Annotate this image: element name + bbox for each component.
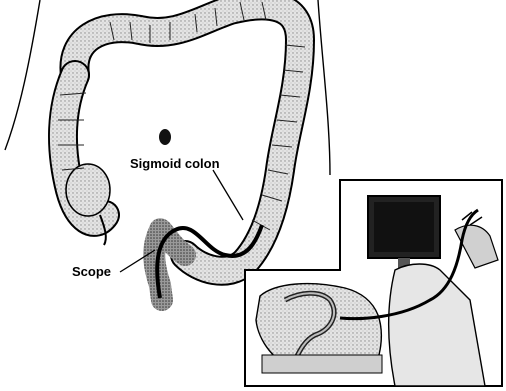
label-scope: Scope — [72, 264, 111, 279]
colon — [63, 5, 300, 270]
patient — [256, 284, 382, 373]
monitor — [368, 196, 440, 268]
label-sigmoid-colon: Sigmoid colon — [130, 156, 220, 171]
navel — [159, 129, 171, 145]
